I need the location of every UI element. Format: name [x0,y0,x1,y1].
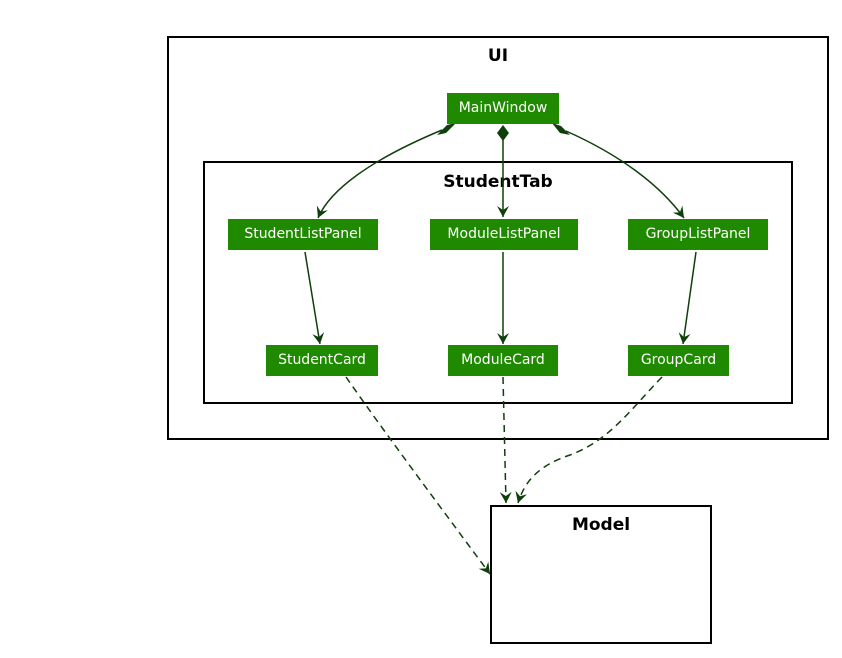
dependency-edge-module-card-model [499,376,512,504]
association-edge-student-card [304,251,325,345]
model-package: Model [490,505,712,644]
student-tab-package-title: StudentTab [443,172,553,192]
student-card-class[interactable]: StudentCard [266,345,378,376]
module-card-class[interactable]: ModuleCard [448,345,558,376]
association-edge-group-card [678,251,697,345]
composition-diamond-module-list-panel [497,125,509,141]
dependency-edge-group-card-model [515,376,663,504]
ui-package-title: UI [487,46,509,66]
composition-edge-student-list-panel [316,129,443,219]
model-package-title: Model [571,515,631,535]
module-list-panel-class[interactable]: ModuleListPanel [430,219,578,250]
composition-edge-group-list-panel [565,130,685,219]
student-list-panel-class[interactable]: StudentListPanel [228,219,378,250]
main-window-class[interactable]: MainWindow [447,93,559,124]
composition-diamond-student-list-panel [437,123,456,135]
composition-diamond-group-list-panel [552,123,570,135]
dependency-edge-student-card-model [345,376,491,575]
ui-package: UI [167,36,829,440]
group-card-class[interactable]: GroupCard [628,345,729,376]
student-tab-package: StudentTab [203,161,793,404]
group-list-panel-class[interactable]: GroupListPanel [628,219,768,250]
